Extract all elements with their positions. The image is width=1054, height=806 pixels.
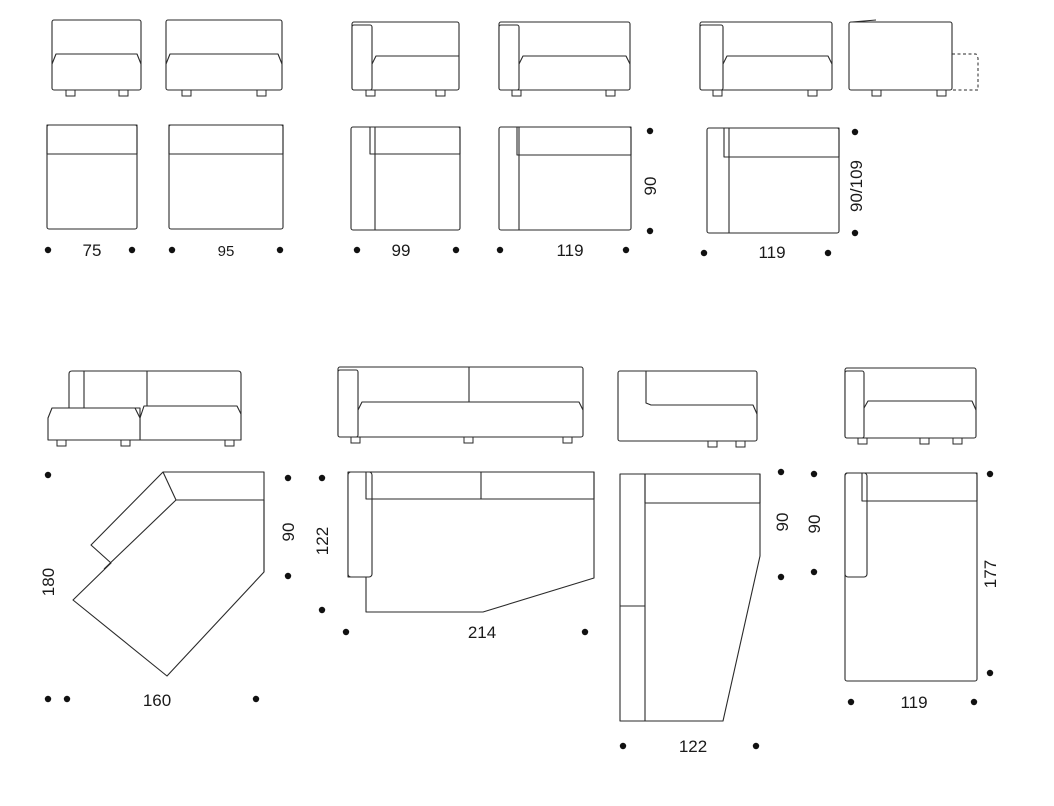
side-label-corner: 90: [279, 523, 298, 542]
elevation-module-119-deep: [699, 21, 833, 97]
bottom-row-dimension-dots: [44, 468, 994, 750]
width-label-angled: 122: [679, 737, 707, 756]
width-label-119-deep: 119: [758, 243, 785, 262]
width-label-corner: 160: [143, 691, 171, 710]
top-row-dimension-dots: [44, 127, 859, 257]
plan-corner-module: [72, 471, 265, 677]
side-elevation: [848, 19, 979, 97]
elevation-module-75: [51, 19, 142, 97]
elevation-module-99: [351, 21, 460, 97]
elevation-long-module: [844, 367, 977, 445]
plan-chaise-214: [347, 471, 595, 613]
width-label-119: 119: [556, 241, 583, 260]
depth-label-119-deep: 90/109: [847, 160, 866, 212]
depth-label-corner: 180: [39, 568, 58, 596]
side-label-angled: 90: [773, 513, 792, 532]
plan-angled-module: [619, 473, 761, 722]
plan-long-module: [844, 472, 978, 682]
width-label-95: 95: [218, 243, 235, 260]
depth-label-long: 177: [981, 560, 1000, 588]
elevation-module-95: [165, 19, 283, 97]
elevation-angled-module: [617, 370, 758, 448]
plan-module-99: [350, 126, 461, 231]
width-label-75: 75: [83, 241, 102, 260]
width-label-long: 119: [900, 693, 927, 712]
elevation-corner-module: [47, 370, 242, 447]
elevation-chaise-214: [337, 366, 584, 444]
side-label-long: 90: [805, 515, 824, 534]
elevation-module-119: [498, 21, 631, 97]
depth-label-119: 90: [641, 177, 660, 196]
plan-module-119: [498, 126, 632, 231]
width-label-99: 99: [392, 241, 411, 260]
plan-module-95: [168, 124, 284, 230]
plan-module-75: [46, 124, 138, 230]
width-label-chaise: 214: [468, 623, 496, 642]
plan-module-119-deep: [706, 127, 840, 234]
depth-label-chaise: 122: [313, 527, 332, 555]
